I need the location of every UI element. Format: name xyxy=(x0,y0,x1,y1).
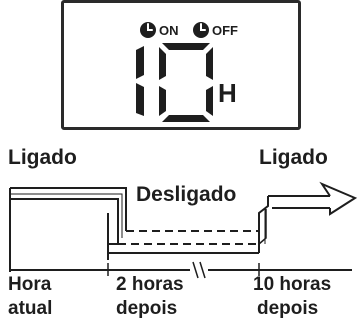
clock-off-icon xyxy=(193,22,209,38)
timer-off-label: OFF xyxy=(212,23,238,38)
time-10h-label-line1: 10 horas xyxy=(253,274,332,295)
time-2h-label-line1: 2 horas xyxy=(116,274,184,295)
hours-unit-label: H xyxy=(218,78,237,108)
axis-break xyxy=(192,261,206,279)
lcd-digit-zero xyxy=(159,43,213,122)
time-10h-label-line2: depois xyxy=(257,298,319,319)
lcd-graphics xyxy=(136,22,213,122)
lcd-digit-one xyxy=(136,46,144,116)
state-on-label-left: Ligado xyxy=(8,146,77,169)
time-now-label-line2: atual xyxy=(8,298,53,319)
on-band-left xyxy=(10,187,127,231)
time-now-label-line1: Hora xyxy=(8,274,52,295)
clock-on-icon xyxy=(140,22,156,38)
lcd-display: ON OFF H xyxy=(61,0,301,130)
off-level-right xyxy=(258,196,269,253)
timer-on-label: ON xyxy=(159,23,179,38)
state-on-label-right: Ligado xyxy=(259,146,328,169)
state-off-label: Desligado xyxy=(136,183,237,206)
arrow-head xyxy=(319,181,358,216)
time-2h-label-line2: depois xyxy=(116,298,178,319)
